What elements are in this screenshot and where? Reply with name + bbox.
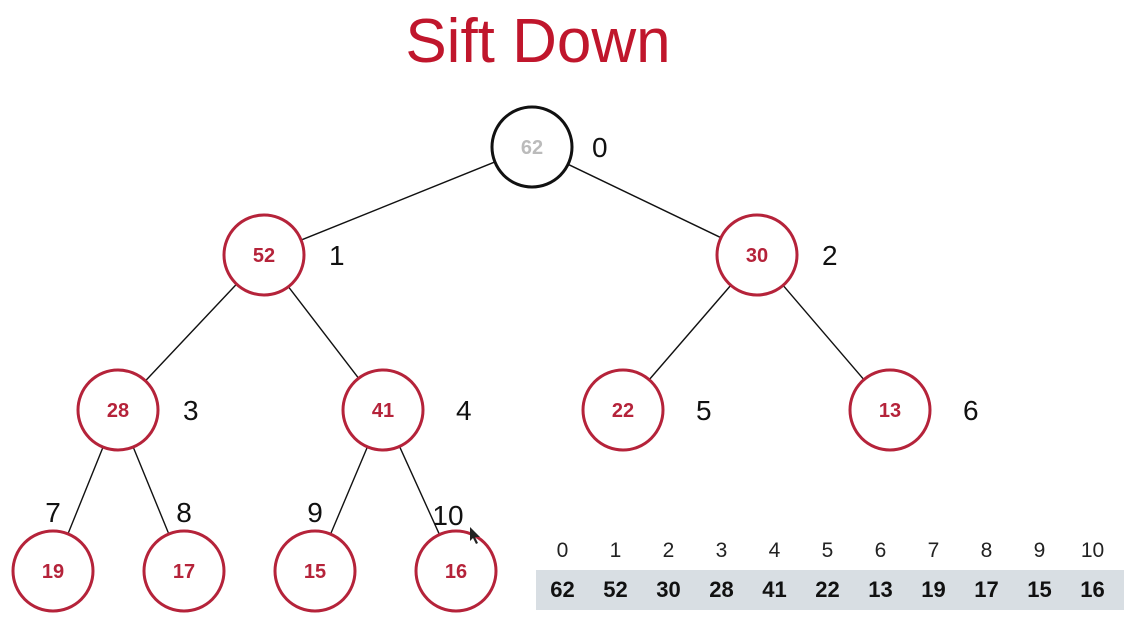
tree-node-8: 17 8 [142, 497, 226, 613]
node-value: 19 [42, 561, 64, 583]
tree-node-2: 30 2 [715, 213, 838, 297]
tree-node-1: 52 1 [222, 213, 345, 297]
array-value-2: 30 [656, 577, 681, 602]
array-value-1: 52 [603, 577, 628, 602]
array-value-6: 13 [868, 577, 893, 602]
node-circle [142, 529, 226, 613]
node-circle [848, 368, 932, 452]
node-index-label: 8 [176, 497, 192, 528]
node-value: 16 [445, 561, 467, 583]
node-value: 17 [173, 561, 195, 583]
node-circle [490, 105, 574, 189]
node-circle [341, 368, 425, 452]
array-index-3: 3 [715, 539, 728, 562]
array-index-2: 2 [662, 539, 675, 562]
array-index-10: 10 [1080, 539, 1105, 562]
array-value-5: 22 [815, 577, 840, 602]
array-value-8: 17 [974, 577, 999, 602]
array-index-8: 8 [980, 539, 993, 562]
tree-node-7: 19 7 [11, 497, 95, 613]
array-value-9: 15 [1027, 577, 1052, 602]
array-index-9: 9 [1033, 539, 1046, 562]
node-index-label: 4 [456, 395, 472, 426]
node-circle [273, 529, 357, 613]
diagram-title: Sift Down [405, 7, 671, 76]
array-value-row: 62 52 30 28 41 22 13 19 17 15 16 [536, 570, 1124, 610]
node-circle [581, 368, 665, 452]
tree-node-5: 22 5 [581, 368, 712, 452]
array-value-10: 16 [1080, 577, 1105, 602]
array-index-row: 0 1 2 3 4 5 6 7 8 9 10 [536, 536, 1124, 566]
edge-0-2 [567, 163, 722, 239]
tree-node-3: 28 3 [76, 368, 199, 452]
tree-node-4: 41 4 [341, 368, 472, 452]
array-index-1: 1 [609, 539, 622, 562]
array-index-7: 7 [927, 539, 940, 562]
array-value-3: 28 [709, 577, 734, 602]
node-index-label: 7 [45, 497, 61, 528]
node-circle [76, 368, 160, 452]
array-index-6: 6 [874, 539, 887, 562]
node-value: 62 [521, 137, 543, 159]
array-value-7: 19 [921, 577, 946, 602]
node-value: 13 [879, 400, 901, 422]
edge-4-9 [329, 446, 369, 535]
node-circle [11, 529, 95, 613]
tree-node-6: 13 6 [848, 368, 979, 452]
edge-2-5 [648, 284, 732, 381]
node-value: 30 [746, 245, 768, 267]
node-circle [414, 529, 498, 613]
node-index-label: 9 [307, 497, 323, 528]
node-index-label: 6 [963, 395, 979, 426]
edge-4-10 [398, 446, 441, 535]
node-value: 41 [372, 400, 394, 422]
edge-2-6 [782, 284, 865, 381]
array-index-5: 5 [821, 539, 834, 562]
node-index-label: 0 [592, 132, 608, 163]
node-index-label: 3 [183, 395, 199, 426]
node-index-label: 2 [822, 240, 838, 271]
array-index-4: 4 [768, 539, 781, 562]
mouse-cursor-icon [470, 527, 480, 544]
tree-node-9: 15 9 [273, 497, 357, 613]
edge-3-8 [132, 446, 170, 535]
edge-1-3 [144, 283, 238, 382]
node-value: 22 [612, 400, 634, 422]
node-index-label: 1 [329, 240, 345, 271]
array-value-4: 41 [762, 577, 787, 602]
node-circle [222, 213, 306, 297]
heap-array: 0 1 2 3 4 5 6 7 8 9 10 62 52 30 28 41 22 13 19 17 15 16 [536, 536, 1124, 612]
node-value: 15 [304, 561, 326, 583]
node-value: 52 [253, 245, 275, 267]
node-circle [715, 213, 799, 297]
node-index-label: 5 [696, 395, 712, 426]
node-index-label: 10 [432, 500, 463, 531]
tree-node-0: 62 0 [490, 105, 608, 189]
array-value-0: 62 [550, 577, 575, 602]
edge-0-1 [300, 161, 496, 241]
node-value: 28 [107, 400, 129, 422]
edge-3-7 [67, 446, 104, 535]
array-index-0: 0 [556, 539, 569, 562]
edge-1-4 [287, 286, 360, 379]
